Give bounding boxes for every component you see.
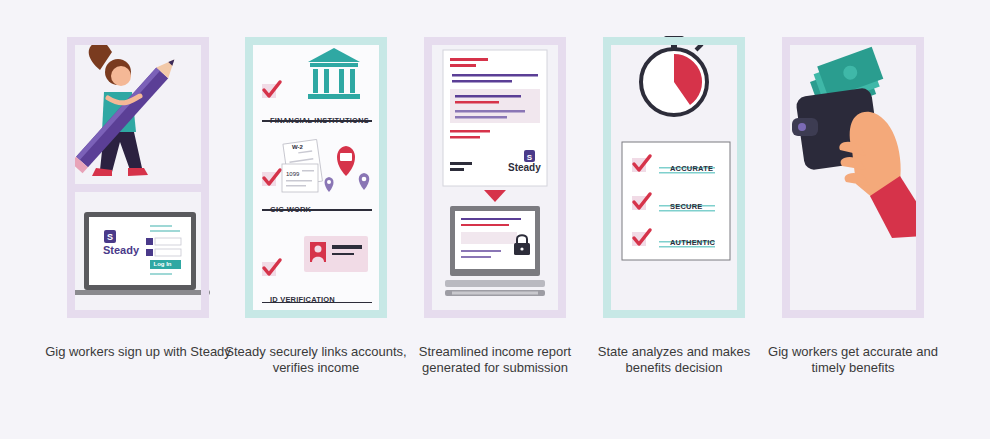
hand-with-wallet — [792, 47, 924, 238]
linking-icons — [262, 48, 372, 303]
logo-text: Steady — [103, 245, 139, 256]
step-caption: Steady securely links accounts, verifies… — [222, 344, 410, 376]
laptop: S — [70, 212, 210, 295]
step-panel: Gig workers get accurate and timely bene… — [782, 37, 924, 318]
check-label: FINANCIAL INSTITUTIONS — [270, 116, 369, 125]
form-name: W-2 — [292, 144, 303, 150]
step-caption: State analyzes and makes benefits decisi… — [580, 344, 768, 376]
stopwatch-and-checklist — [622, 36, 730, 260]
panel-fill — [245, 37, 387, 318]
panel-fill — [603, 37, 745, 318]
panel-fill — [782, 37, 924, 318]
check-label: SECURE — [670, 202, 702, 211]
step-panel: ACCURATESECUREAUTHENTICState analyzes an… — [603, 37, 745, 318]
check-label: GIG WORK — [270, 205, 311, 214]
step-panel: FINANCIAL INSTITUTIONS GIG WORK ID VERIFIC… — [245, 37, 387, 318]
step-panel: Streamlined income report generated for … — [424, 37, 566, 318]
step-caption: Gig workers sign up with Steady — [44, 344, 232, 360]
check-label: AUTHENTIC — [670, 238, 715, 247]
check-label: ACCURATE — [670, 164, 713, 173]
step-caption: Gig workers get accurate and timely bene… — [759, 344, 947, 376]
button-text: Log In — [154, 261, 172, 267]
report-and-computer: S — [443, 50, 547, 296]
svg-text:S: S — [527, 153, 533, 162]
panel-fill — [67, 37, 209, 318]
check-label: ID VERIFICATION — [270, 295, 335, 304]
form-name: 1099 — [286, 171, 299, 177]
step-panel: Gig workers sign up with Steady — [67, 37, 209, 318]
step-caption: Streamlined income report generated for … — [401, 344, 589, 376]
svg-text:S: S — [107, 232, 113, 242]
girl-with-pencil — [67, 41, 209, 192]
logo-text: Steady — [508, 163, 541, 173]
panel-fill — [424, 37, 566, 318]
